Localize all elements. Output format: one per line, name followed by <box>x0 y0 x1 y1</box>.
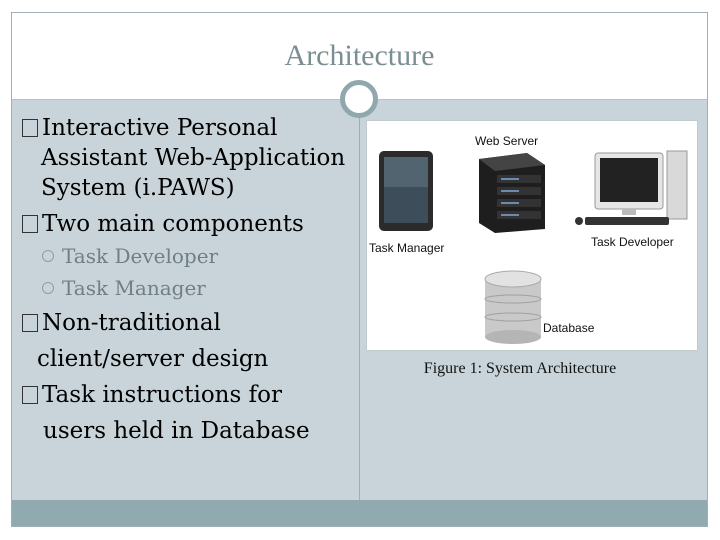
architecture-diagram <box>379 150 688 344</box>
database-cylinder-icon <box>484 270 542 344</box>
circle-ornament <box>340 80 378 118</box>
column-divider <box>359 100 360 501</box>
bullet-continuation: client/server design <box>37 346 269 372</box>
task-manager-label: Task Manager <box>369 241 445 255</box>
box-bullet-icon <box>22 386 38 404</box>
database-label: Database <box>543 321 595 335</box>
sub-bullet-item: Task Developer <box>42 241 218 272</box>
circle-bullet-icon <box>42 282 54 294</box>
bullet-continuation: users held in Database <box>43 418 310 444</box>
architecture-figure: Web Server Task Manager Task Developer D… <box>366 120 698 351</box>
web-server-label: Web Server <box>475 134 539 148</box>
desktop-computer-icon <box>575 150 688 225</box>
slide-title: Architecture <box>284 39 435 72</box>
box-bullet-icon <box>22 119 38 137</box>
box-bullet-icon <box>22 314 38 332</box>
bullet-continuation: System (i.PAWS) <box>41 175 235 201</box>
box-bullet-icon <box>22 215 38 233</box>
bullet-continuation: Assistant Web-Application <box>41 145 346 171</box>
bullet-item: Interactive Personal <box>22 111 277 145</box>
figure-caption: Figure 1: System Architecture <box>423 360 617 377</box>
footer-bar <box>12 500 707 526</box>
bullet-item: Two main components <box>22 207 304 241</box>
task-developer-label: Task Developer <box>591 235 674 249</box>
sub-bullet-item: Task Manager <box>42 273 206 304</box>
circle-bullet-icon <box>42 250 54 262</box>
server-rack-icon <box>479 153 545 233</box>
tablet-icon <box>379 151 433 231</box>
bullet-item: Non-traditional <box>22 306 221 340</box>
bullet-item: Task instructions for <box>22 378 282 412</box>
